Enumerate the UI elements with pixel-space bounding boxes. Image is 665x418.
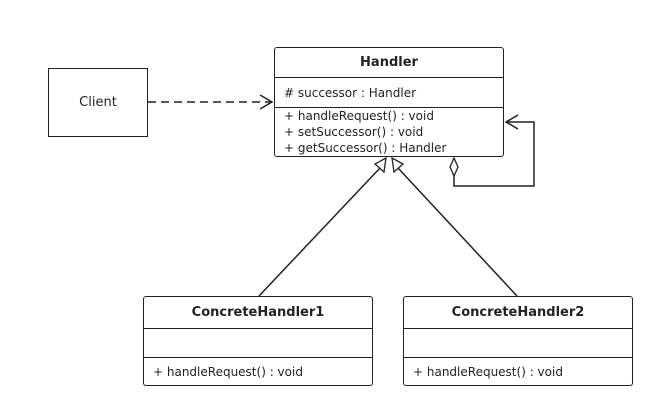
generalization-line-2 (397, 167, 518, 297)
concrete-handler-2-name: ConcreteHandler2 (404, 297, 632, 329)
handler-operation-set-successor: + setSuccessor() : void (284, 125, 424, 139)
handler-class-name: Handler (275, 48, 503, 79)
handler-operation-handle-request: + handleRequest() : void (284, 109, 434, 123)
handler-attribute-successor: # successor : Handler (284, 85, 417, 100)
concrete-handler-2-operations: + handleRequest() : void (404, 358, 632, 385)
concrete-handler-2-attributes (404, 329, 632, 358)
concrete-handler-2-operation-handle-request: + handleRequest() : void (413, 364, 563, 379)
concrete-handler-1-class: ConcreteHandler1 + handleRequest() : voi… (143, 296, 373, 386)
concrete-handler-2-class: ConcreteHandler2 + handleRequest() : voi… (403, 296, 633, 386)
handler-attributes: # successor : Handler (275, 78, 503, 108)
handler-operation-get-successor: + getSuccessor() : Handler (284, 141, 447, 155)
successor-arrowhead (504, 114, 519, 130)
handler-operations: + handleRequest() : void + setSuccessor(… (275, 108, 503, 156)
client-label: Client (79, 95, 117, 110)
client-box: Client (48, 68, 148, 137)
generalization-arrowhead-2 (391, 156, 405, 174)
generalization-arrowhead-1 (373, 156, 387, 174)
concrete-handler-1-attributes (144, 329, 372, 358)
concrete-handler-1-name: ConcreteHandler1 (144, 297, 372, 329)
concrete-handler-1-operations: + handleRequest() : void (144, 358, 372, 385)
dependency-arrowhead (259, 94, 274, 110)
handler-class: Handler # successor : Handler + handleRe… (274, 47, 504, 157)
generalization-line-1 (258, 167, 381, 297)
aggregation-diamond (449, 156, 459, 178)
concrete-handler-1-operation-handle-request: + handleRequest() : void (153, 364, 303, 379)
